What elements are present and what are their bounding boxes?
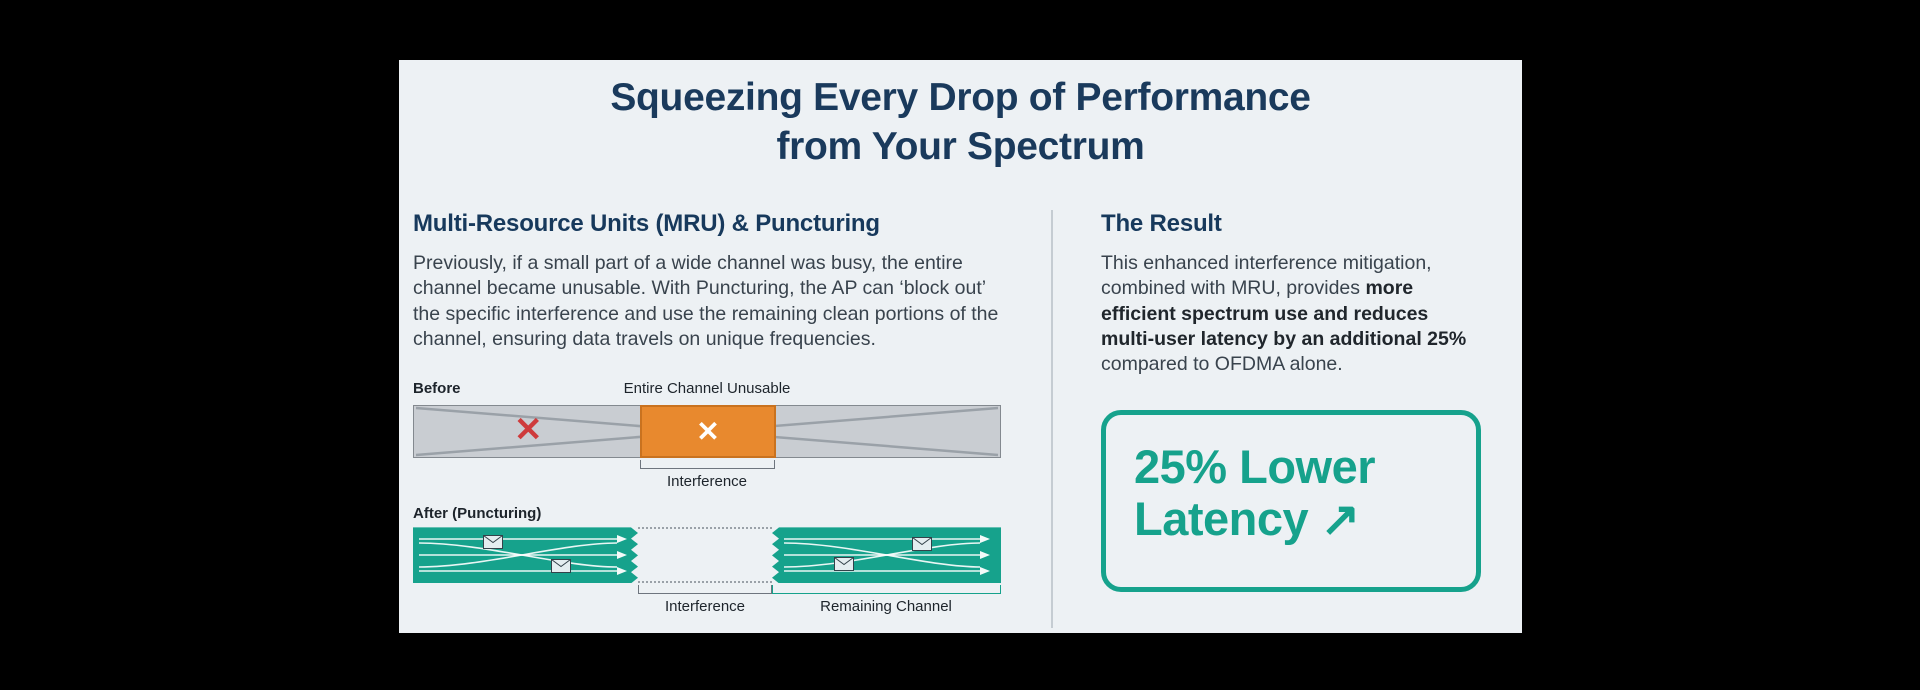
right-column: The Result This enhanced interference mi… [1101,210,1485,592]
after-bracket-row [413,585,1003,595]
envelope-icon [912,537,932,552]
latency-badge-line2: Latency ↗ [1134,493,1448,546]
left-heading: Multi-Resource Units (MRU) & Puncturing [413,210,880,237]
before-label: Before [413,380,461,398]
before-label-row: Before Entire Channel Unusable [413,380,1003,400]
before-interference-label: Interference [666,473,748,491]
punctured-gap [638,527,772,584]
before-caption-row: Interference [413,473,1003,491]
page-title-line1: Squeezing Every Drop of Performance [610,76,1311,119]
channel-segment-right [772,527,1001,584]
after-label: After (Puncturing) [413,505,542,523]
envelope-icon [551,559,571,573]
x-mark-icon: ✕ [514,410,543,449]
result-body-text: This enhanced interference mitigation, c… [1101,251,1485,378]
x-mark-icon: ✕ [696,416,720,448]
before-bracket-row [413,460,1003,470]
interference-bracket [640,460,775,470]
latency-badge-word: Latency [1134,492,1309,546]
remaining-channel-label: Remaining Channel [820,598,952,616]
column-divider [1051,210,1053,628]
remaining-channel-bracket [772,585,1001,595]
data-flow-arrows [783,535,990,576]
after-channel-bar [413,527,1001,584]
left-body-text: Previously, if a small part of a wide ch… [413,252,999,351]
page-title-line2: from Your Spectrum [776,124,1145,168]
channel-segment-left [413,527,638,583]
envelope-icon [483,535,503,549]
before-channel-bar: ✕ ✕ [413,405,1001,459]
result-text-part1: This enhanced interference mitigation, c… [1101,252,1432,300]
interference-segment: ✕ [640,405,776,459]
before-caption: Entire Channel Unusable [623,380,791,398]
result-text-part2: compared to OFDMA alone. [1101,353,1343,376]
latency-badge: 25% Lower Latency ↗ [1101,409,1481,592]
after-caption-row: Interference Remaining Channel [413,598,1003,616]
infographic-panel: Squeezing Every Drop of Performance from… [399,60,1522,633]
result-heading: The Result [1101,210,1222,237]
left-column: Multi-Resource Units (MRU) & Puncturing … [413,210,1003,616]
page-title: Squeezing Every Drop of Performance from… [399,74,1522,172]
data-flow-arrows [413,527,638,583]
interference-bracket [638,585,772,595]
after-interference-label: Interference [664,598,746,616]
result-text-bold: more efficient spectrum use and reduces … [1101,277,1467,351]
envelope-icon [834,557,854,572]
arrow-up-right-icon: ↗ [1320,492,1360,546]
latency-badge-line1: 25% Lower [1134,439,1376,493]
